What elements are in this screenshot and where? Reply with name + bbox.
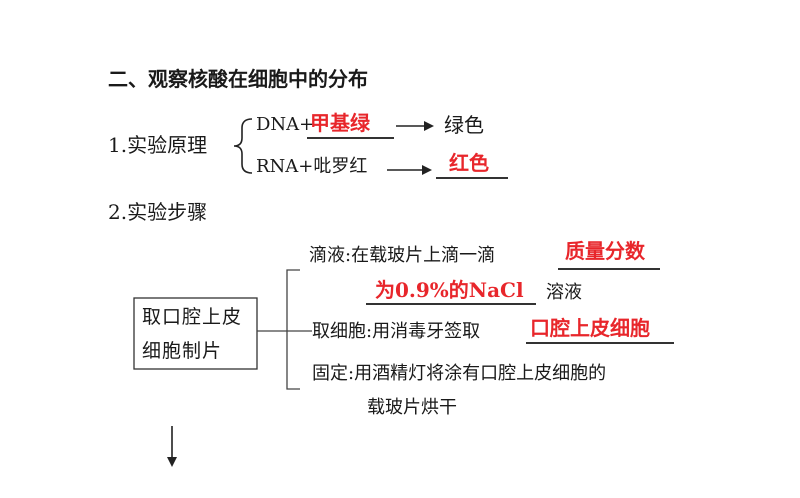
fix-line2: 载玻片烘干 — [367, 397, 457, 418]
step-box — [133, 297, 258, 370]
fix-line1: 固定:用酒精灯将涂有口腔上皮细胞的 — [312, 363, 607, 384]
drip-text: 滴液:在载玻片上滴一滴 — [309, 245, 496, 266]
drip-blank2: 为0.9%的NaCl — [375, 278, 524, 302]
drip-blank1: 质量分数 — [565, 239, 645, 263]
take-blank: 口腔上皮细胞 — [530, 316, 650, 340]
drip-underline1 — [558, 268, 660, 270]
principle-row1-result: 绿色 — [444, 113, 484, 137]
principle-row2-prefix: RNA+吡罗红 — [256, 156, 368, 177]
take-text: 取细胞:用消毒牙签取 — [312, 321, 481, 342]
drip-suffix: 溶液 — [546, 282, 582, 303]
steps-label: 2.实验步骤 — [108, 200, 208, 224]
box-line1: 取口腔上皮 — [142, 306, 243, 328]
principle-row2-blank: 红色 — [449, 151, 489, 175]
bracket-shape — [286, 269, 300, 390]
principle-label: 1.实验原理 — [108, 133, 208, 157]
principle-row1-blank: 甲基绿 — [310, 111, 370, 135]
drip-underline2 — [366, 303, 536, 305]
arrow-icon-row1 — [396, 121, 434, 131]
principle-row1-underline — [307, 137, 394, 139]
brace-shape — [233, 118, 253, 174]
section-title: 二、观察核酸在细胞中的分布 — [108, 67, 368, 91]
box-line2: 细胞制片 — [142, 340, 223, 362]
arrow-icon-row2 — [387, 165, 432, 175]
down-arrow-icon — [167, 426, 177, 467]
principle-row2-underline — [436, 177, 508, 179]
principle-row1-prefix: DNA+ — [256, 114, 315, 135]
take-underline — [526, 342, 674, 344]
